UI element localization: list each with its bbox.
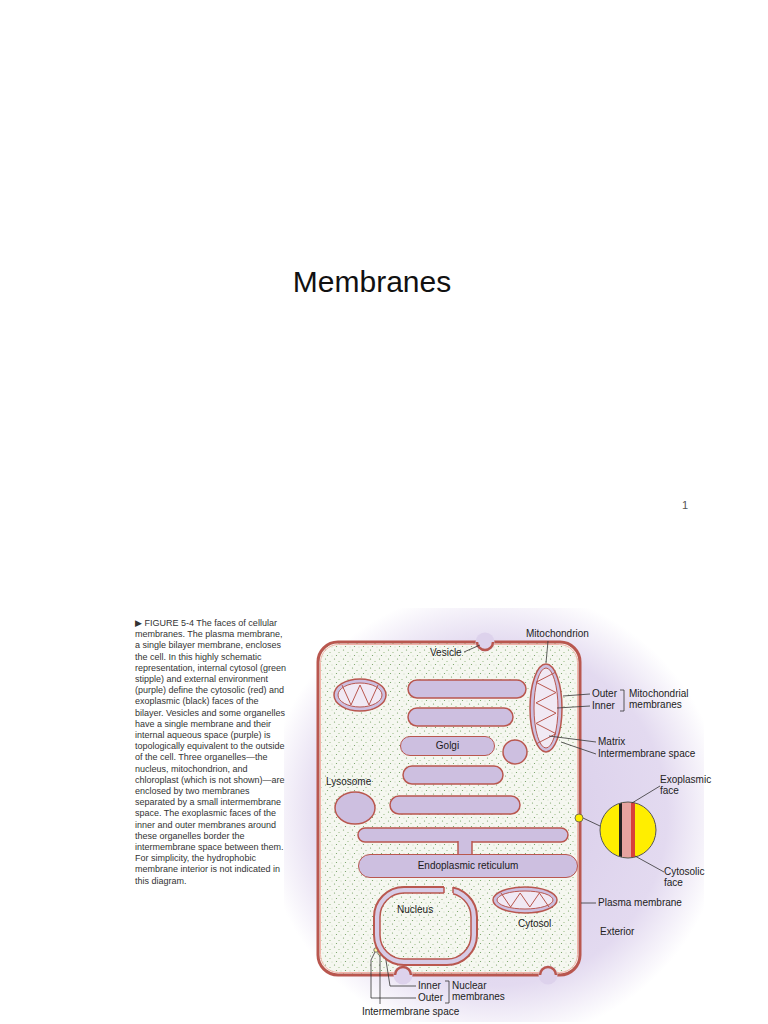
membrane-notch [476,633,495,652]
part-label: Lysosome [326,776,371,787]
golgi-cisterna: Golgi [400,736,495,756]
node-text: Nucleus [397,904,433,916]
leader-line [583,818,600,826]
leader-line [546,641,548,663]
cisterna [390,796,520,814]
part-label: Outer [418,992,443,1003]
node-text: Cytosol [518,918,551,930]
cisterna [358,828,568,842]
notch-membrane [477,642,493,650]
part-label: Exterior [600,926,634,937]
closeup-outline [600,802,656,858]
leader-line [620,690,624,711]
part-label: 1 [682,500,688,511]
leader-line [380,953,381,1004]
er-bridge-membrane [458,841,472,855]
part-label: Matrix [598,736,625,747]
leader-line [549,736,596,742]
leader-line [561,742,596,754]
callout-dot [575,814,583,822]
cisterna [408,708,513,726]
er-band: Endoplasmic reticulum [358,854,578,878]
part-label: Plasma membrane [598,897,682,908]
nucleus-envelope [373,886,478,966]
vesicle-shape [503,740,527,764]
leader-line [464,645,480,652]
membrane-notch [394,966,413,985]
part-label: Exoplasmic face [660,774,718,796]
cisterna [408,680,526,698]
part-label: Inner [592,700,615,711]
plasma-membrane [318,642,580,975]
membrane-inner-line [321,645,578,973]
membrane-closeup [598,800,658,860]
part-label: Intermembrane space [598,748,695,759]
node-text: Endoplasmic reticulum [418,860,519,872]
part-label: Intermembrane space [362,1006,459,1017]
part-label: Inner [418,980,441,991]
exterior-ground [284,608,704,1022]
figure-caption: ▶ FIGURE 5-4 The faces of cellular membr… [135,618,287,887]
membrane-notch [539,966,558,985]
leader-line [557,706,590,708]
nucleus-shape: Nucleus [373,886,478,966]
cisterna [403,766,503,784]
part-label: Outer [592,688,617,699]
part-label: Mitochondrion [526,628,589,639]
lysosome-shape [335,792,375,824]
leader-line [635,856,664,872]
part-label: Mitochondrial membranes [629,688,699,710]
part-label: Cytosolic face [664,866,714,888]
slide-title: Membranes [222,264,522,300]
leader-line [563,694,590,696]
leader-line [445,981,449,1003]
notch-membrane [395,967,411,975]
leader-line [632,786,660,803]
notch-membrane [540,967,556,975]
part-label: Nuclear membranes [452,980,510,1002]
mitochondrion-shape [493,887,557,913]
mitochondrion-shape [334,679,386,711]
leader-line [581,903,596,904]
cell-region: Cytosol GolgiEndoplasmic reticulumNucleus [318,642,580,975]
node-text: Golgi [436,740,459,752]
part-label: Vesicle [430,647,462,658]
